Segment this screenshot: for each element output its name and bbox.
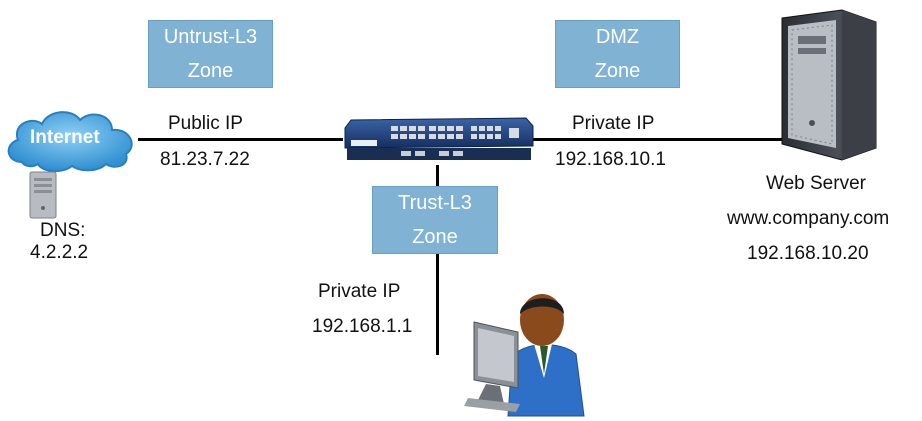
dmz-zone-name: DMZ	[595, 26, 640, 48]
dns-label: DNS:	[40, 220, 86, 241]
dmz-zone-box: DMZ Zone	[555, 20, 680, 88]
dmz-link-ip: 192.168.10.1	[555, 149, 666, 170]
untrust-link-title: Public IP	[168, 113, 243, 134]
dmz-zone-suffix: Zone	[594, 60, 641, 82]
trust-zone-name: Trust-L3	[398, 192, 472, 214]
dmz-link-title: Private IP	[572, 113, 655, 134]
web-server-domain: www.company.com	[727, 208, 890, 229]
untrust-link-ip: 81.23.7.22	[160, 149, 250, 170]
untrust-zone-name: Untrust-L3	[163, 26, 258, 48]
dns-ip: 4.2.2.2	[30, 242, 89, 263]
dmz-link-line	[532, 138, 787, 141]
trust-zone-suffix: Zone	[412, 226, 458, 248]
dns-server-icon	[29, 171, 57, 219]
internet-label: Internet	[30, 127, 100, 148]
web-server-name: Web Server	[766, 173, 866, 194]
trust-link-title: Private IP	[318, 281, 401, 302]
web-server-ip: 192.168.10.20	[747, 243, 869, 264]
untrust-link-line	[138, 138, 343, 141]
trust-link-ip: 192.168.1.1	[312, 316, 413, 337]
trust-zone-box: Trust-L3 Zone	[372, 186, 498, 254]
user-computer-icon	[464, 294, 585, 417]
firewall-appliance-icon	[344, 117, 534, 160]
web-server-icon	[781, 9, 877, 161]
untrust-zone-suffix: Zone	[187, 60, 234, 82]
untrust-zone-box: Untrust-L3 Zone	[148, 20, 273, 88]
trust-link-line	[436, 165, 439, 355]
internet-cloud-icon	[7, 111, 133, 172]
